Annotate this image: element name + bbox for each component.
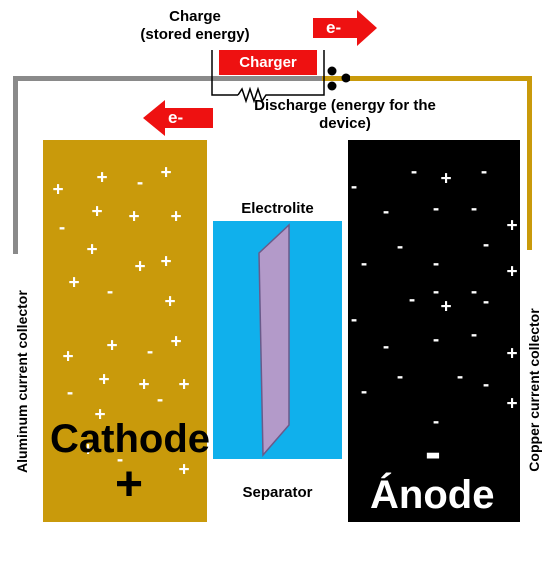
charger-box: Charger	[219, 50, 317, 75]
cathode-minus-sign: -	[146, 341, 154, 363]
cathode-minus-sign: -	[106, 281, 114, 303]
anode-minus-sign: -	[410, 161, 418, 183]
anode-minus-sign: -	[432, 281, 440, 303]
anode-minus-sign: -	[360, 253, 368, 275]
switch-circuit	[211, 50, 350, 104]
resistor-symbol	[237, 50, 325, 104]
anode-plus-sign: +	[506, 393, 518, 415]
charge-label-line2: (stored energy)	[140, 26, 250, 43]
anode-minus-sign: -	[350, 309, 358, 331]
electron-label-top: e-	[326, 18, 342, 37]
anode-minus-sign: -	[382, 201, 390, 223]
copper-wire-horizontal	[322, 76, 532, 81]
anode-minus-sign: -	[432, 411, 440, 433]
electrolyte-label: Electrolite	[241, 200, 314, 217]
cathode-minus-sign: -	[66, 382, 74, 404]
anode-block	[348, 140, 520, 522]
cathode-plus-sign: +	[178, 374, 190, 396]
discharge-label-line2: device)	[319, 115, 371, 132]
anode-minus-sign: -	[396, 236, 404, 258]
cathode-plus-sign: +	[86, 239, 98, 261]
cathode-minus-sign: -	[58, 217, 66, 239]
anode-plus-sign: +	[506, 215, 518, 237]
separator-label: Separator	[242, 484, 313, 501]
anode-minus-sign: -	[382, 336, 390, 358]
switch-contact	[327, 66, 337, 76]
cathode-plus-sign: +	[134, 256, 146, 278]
cathode-plus-sign: +	[138, 374, 150, 396]
cathode-plus-sign: +	[164, 291, 176, 313]
anode-minus-sign: -	[482, 374, 490, 396]
electron-label-left: e-	[168, 108, 184, 127]
switch-contact	[327, 81, 337, 91]
cathode-plus-sign: +	[128, 206, 140, 228]
anode-minus-sign: -	[360, 381, 368, 403]
discharge-label: Discharge (energy for the device)	[230, 97, 460, 133]
anode-minus-sign: -	[456, 366, 464, 388]
anode-minus-sign: -	[350, 176, 358, 198]
anode-plus-sign: +	[440, 296, 452, 318]
electron-arrow-left	[143, 100, 213, 136]
cathode-plus-sign: +	[52, 179, 64, 201]
cathode-sign: +	[115, 458, 144, 511]
cathode-plus-sign: +	[170, 331, 182, 353]
cathode-plus-sign: +	[82, 439, 94, 461]
cathode-plus-sign: +	[170, 206, 182, 228]
anode-minus-sign: -	[432, 329, 440, 351]
copper-collector-label: Copper current collector	[526, 308, 542, 472]
anode-minus-sign: -	[480, 161, 488, 183]
anode-minus-sign: -	[470, 281, 478, 303]
electron-arrow-right	[313, 10, 377, 46]
anode-minus-sign: -	[470, 198, 478, 220]
cathode-plus-sign: +	[68, 272, 80, 294]
charge-label-line1: Charge	[169, 8, 221, 25]
cathode-plus-sign: +	[96, 167, 108, 189]
anode-minus-sign: -	[482, 234, 490, 256]
anode-sign: -	[425, 426, 441, 479]
aluminum-collector-label: Aluminum current collector	[14, 290, 30, 473]
discharge-label-line1: Discharge (energy for the	[254, 97, 436, 114]
cathode-plus-sign: +	[160, 162, 172, 184]
cathode-plus-sign: +	[62, 346, 74, 368]
switch-contact	[341, 73, 350, 83]
anode-minus-sign: -	[482, 291, 490, 313]
cathode-block	[43, 140, 207, 522]
anode-minus-sign: -	[470, 324, 478, 346]
cathode-plus-sign: +	[160, 251, 172, 273]
cathode-plus-sign: +	[91, 201, 103, 223]
anode-plus-sign: +	[440, 168, 452, 190]
anode-minus-sign: -	[408, 289, 416, 311]
separator-membrane	[258, 223, 290, 457]
anode-label: Ánode	[370, 473, 495, 517]
cathode-label: Cathode	[50, 417, 210, 461]
anode-plus-sign: +	[506, 261, 518, 283]
charge-label: Charge (stored energy)	[120, 8, 270, 44]
aluminum-wire-horizontal	[13, 76, 327, 81]
aluminum-wire-vertical	[13, 76, 18, 254]
anode-minus-sign: -	[432, 253, 440, 275]
cathode-plus-sign: +	[106, 335, 118, 357]
anode-minus-sign: -	[396, 366, 404, 388]
anode-minus-sign: -	[432, 198, 440, 220]
copper-wire-vertical	[527, 76, 532, 250]
cathode-minus-sign: -	[156, 389, 164, 411]
cathode-plus-sign: +	[178, 459, 190, 481]
cathode-plus-sign: +	[98, 369, 110, 391]
cathode-plus-sign: +	[94, 404, 106, 426]
cathode-minus-sign: -	[116, 449, 124, 471]
anode-plus-sign: +	[506, 343, 518, 365]
cathode-minus-sign: -	[136, 172, 144, 194]
